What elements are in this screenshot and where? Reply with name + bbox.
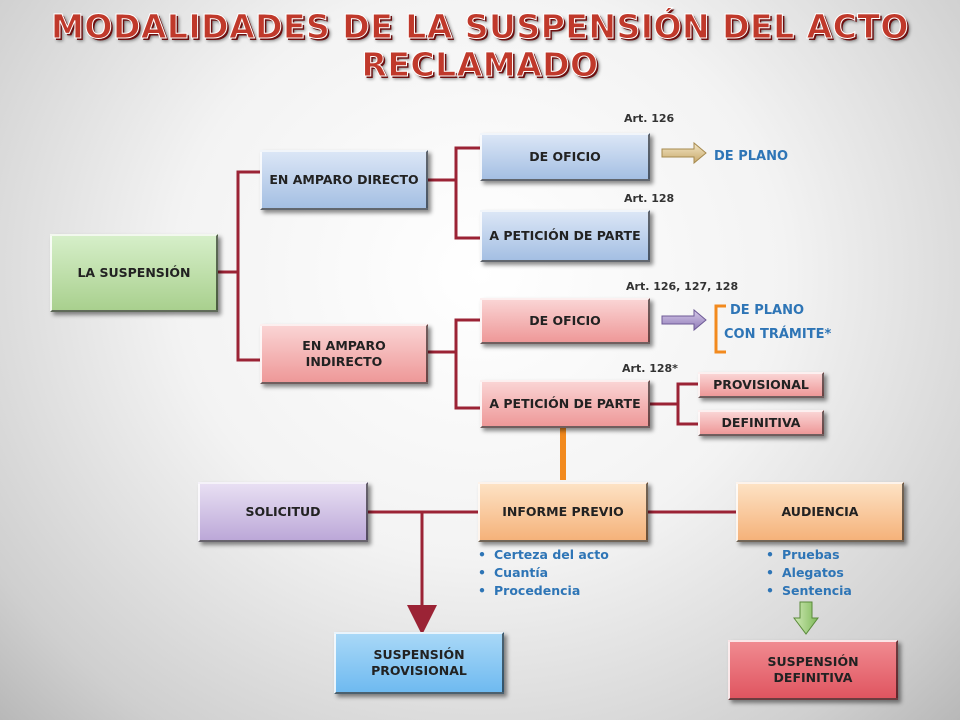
solicitud-box: SOLICITUD xyxy=(198,482,368,542)
title-line-2: RECLAMADO xyxy=(361,45,599,84)
provisional-box: PROVISIONAL xyxy=(698,372,824,398)
indirecto-de-plano-text: DE PLANO xyxy=(730,303,805,318)
list-item: Procedencia xyxy=(478,582,609,600)
amparo-indirecto-box: EN AMPARO INDIRECTO xyxy=(260,324,428,384)
bracket-icon xyxy=(714,304,726,354)
page-title: MODALIDADES DE LA SUSPENSIÓN DEL ACTO RE… xyxy=(0,7,960,84)
right-arrow-icon xyxy=(661,308,707,332)
con-tramite-text: CON TRÁMITE* xyxy=(724,327,832,342)
audiencia-items-list: Pruebas Alegatos Sentencia xyxy=(764,546,852,600)
connector-indirecto-bracket xyxy=(454,318,480,410)
right-arrow-icon xyxy=(661,141,707,165)
amparo-directo-box: EN AMPARO DIRECTO xyxy=(260,150,428,210)
connector-peticion-bracket xyxy=(676,382,698,426)
list-item: Certeza del acto xyxy=(478,546,609,564)
directo-de-plano-text: DE PLANO xyxy=(714,149,789,164)
connector-root-bracket xyxy=(236,170,260,362)
directo-peticion-box: A PETICIÓN DE PARTE xyxy=(480,210,650,262)
art-128-label: Art. 128 xyxy=(624,192,675,205)
informe-items-list: Certeza del acto Cuantía Procedencia xyxy=(476,546,609,600)
indirecto-peticion-box: A PETICIÓN DE PARTE xyxy=(480,380,650,428)
directo-oficio-box: DE OFICIO xyxy=(480,133,650,181)
list-item: Alegatos xyxy=(766,564,852,582)
suspension-provisional-box: SUSPENSIÓN PROVISIONAL xyxy=(334,632,504,694)
down-arrow-icon xyxy=(793,601,819,635)
list-item: Sentencia xyxy=(766,582,852,600)
informe-previo-box: INFORME PREVIO xyxy=(478,482,648,542)
connector-directo-bracket xyxy=(454,146,480,240)
art-126-label: Art. 126 xyxy=(624,112,675,125)
art-126-127-128-label: Art. 126, 127, 128 xyxy=(626,280,739,293)
definitiva-box: DEFINITIVA xyxy=(698,410,824,436)
list-item: Cuantía xyxy=(478,564,609,582)
suspension-definitiva-box: SUSPENSIÓN DEFINITIVA xyxy=(728,640,898,700)
audiencia-box: AUDIENCIA xyxy=(736,482,904,542)
title-line-1: MODALIDADES DE LA SUSPENSIÓN DEL ACTO xyxy=(51,7,909,46)
indirecto-oficio-box: DE OFICIO xyxy=(480,298,650,344)
root-suspension-box: LA SUSPENSIÓN xyxy=(50,234,218,312)
list-item: Pruebas xyxy=(766,546,852,564)
art-128-star-label: Art. 128* xyxy=(622,362,678,375)
